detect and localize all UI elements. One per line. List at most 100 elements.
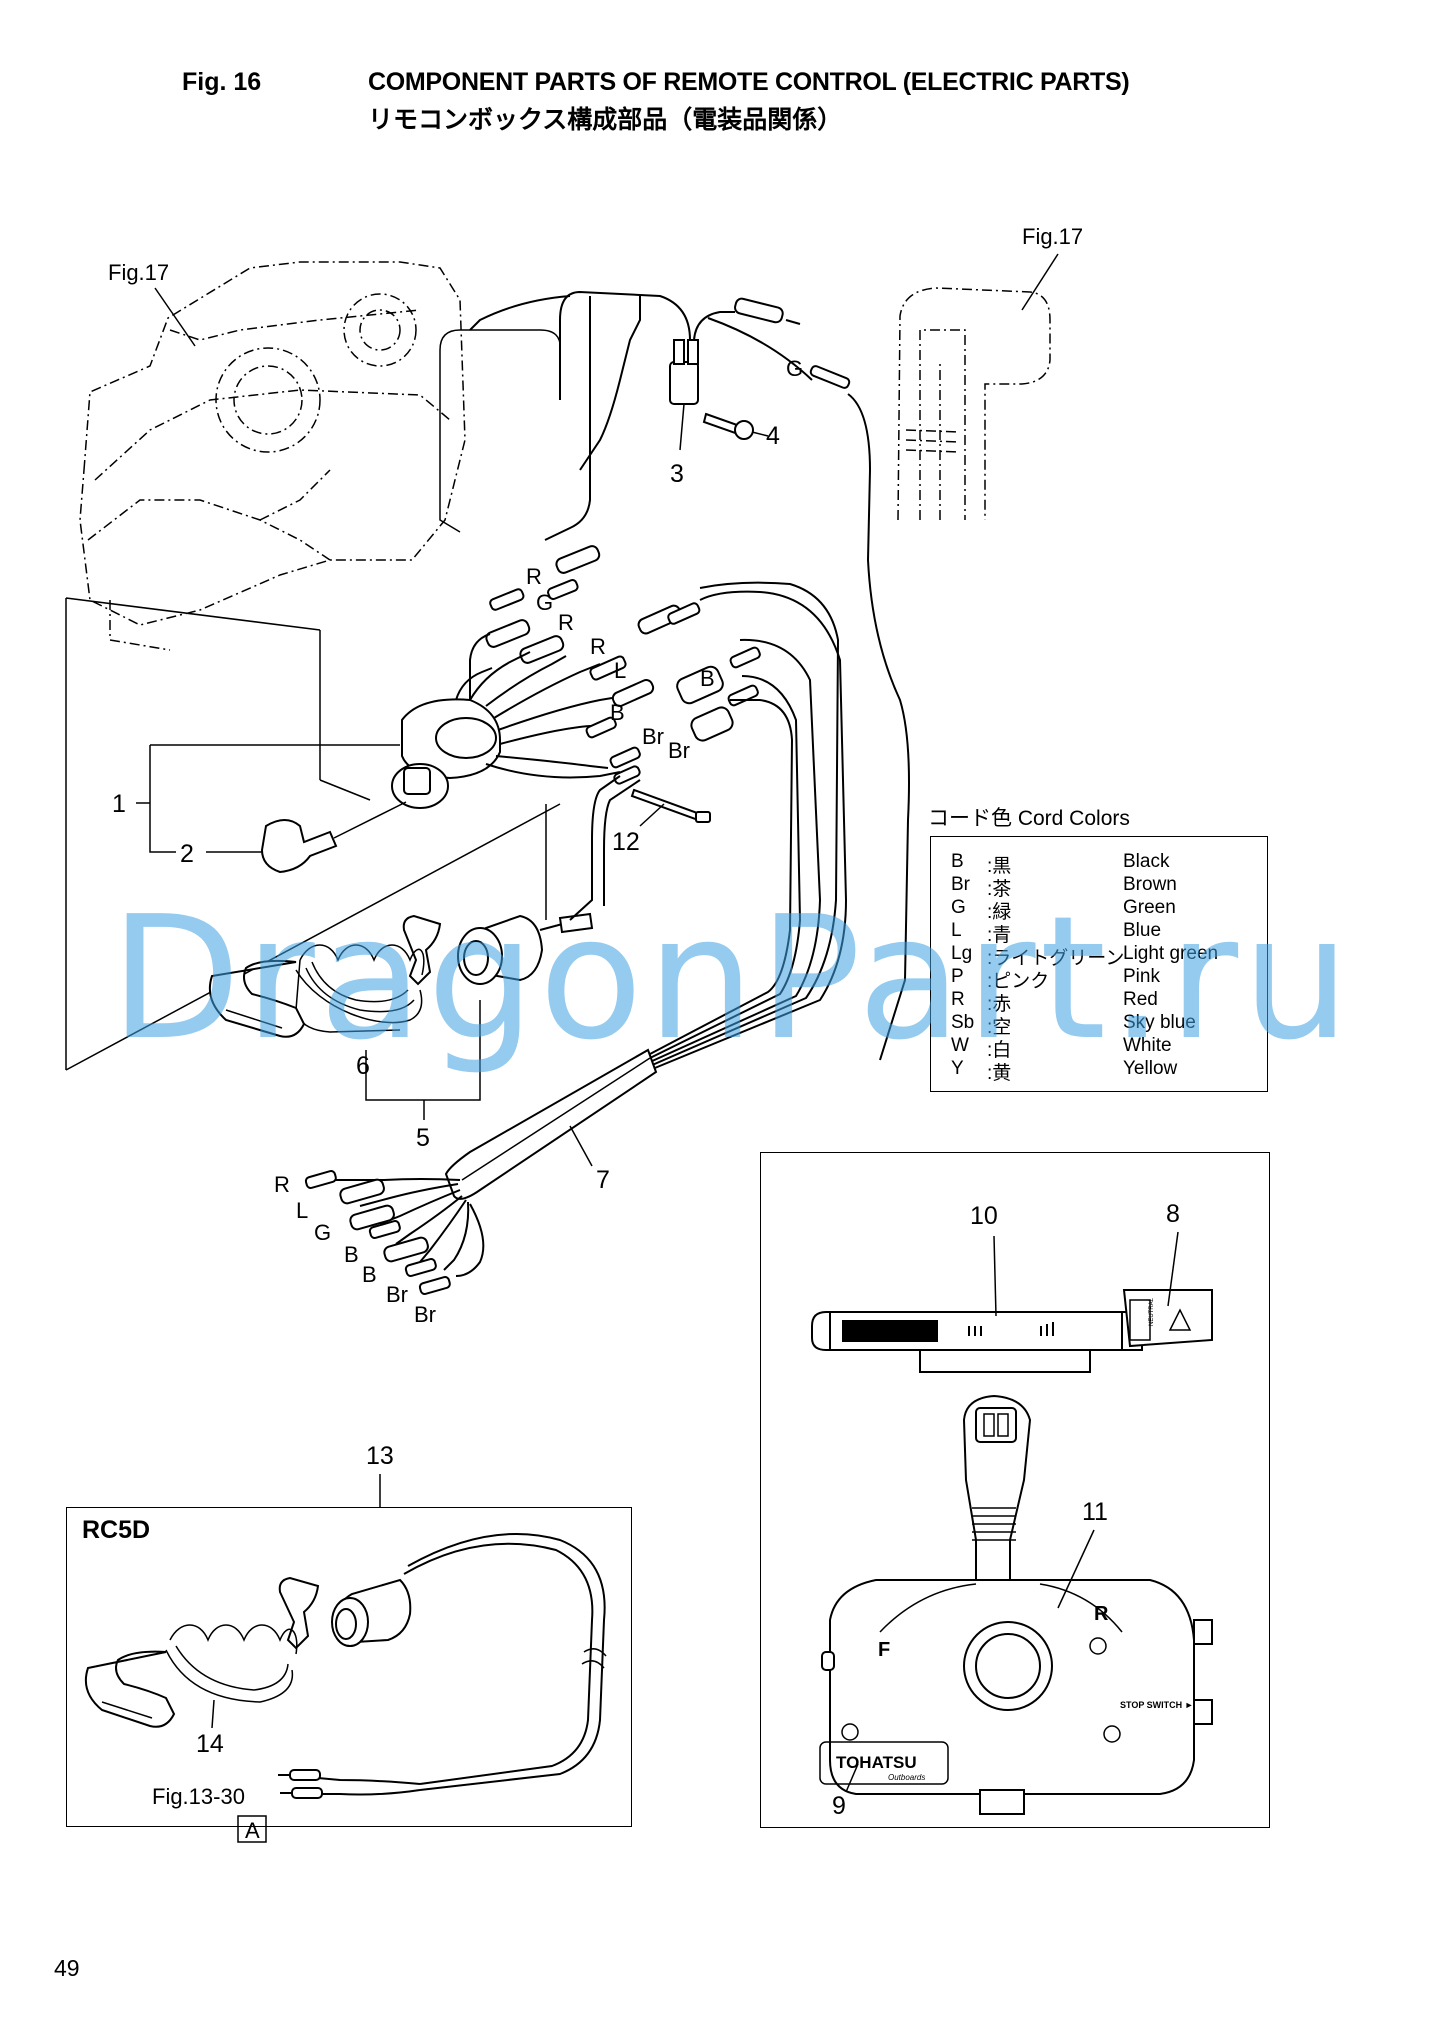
neutral-warmup-text: NEUTRAL [1149,1297,1155,1326]
callout-10: 10 [970,1202,998,1230]
legend-jp: :青 [987,925,1012,946]
page-number: 49 [54,1955,80,1981]
legend-en: Black [1123,851,1170,872]
legend-en: Yellow [1123,1058,1178,1079]
harness-label-l: L [296,1198,308,1223]
figure-title: COMPONENT PARTS OF REMOTE CONTROL (ELECT… [368,68,1130,96]
legend-en: Pink [1123,966,1160,987]
watermark: DragonPart.ru [110,880,1354,1078]
legend-code: B [951,851,964,872]
forward-mark: F [878,1639,890,1661]
callout-12: 12 [612,828,640,856]
legend-en: Green [1123,897,1176,918]
legend-en: Light green [1123,943,1219,964]
fig17-left-ref: Fig.17 [108,260,169,285]
legend-row: Br :茶 Brown [931,874,1267,900]
legend-row: Y :黄 Yellow [931,1058,1267,1084]
legend-code: G [951,897,966,918]
legend-jp: :ピンク [987,971,1050,992]
legend-row: Sb :空 Sky blue [931,1012,1267,1038]
tohatsu-subtext: Outboards [888,1773,925,1782]
stop-switch-text: STOP SWITCH ► [1120,1700,1194,1710]
callout-1: 1 [112,790,126,818]
wire-label-g-1: G [536,590,553,615]
legend-code: Sb [951,1012,975,1033]
legend-jp: :空 [987,1017,1012,1038]
callout-14: 14 [196,1730,224,1758]
stop-switch-lanyard [208,912,594,1038]
wire-label-l-1: L [614,658,626,683]
wire-label-g-switch: G [786,356,803,381]
remote-unit-inset-box [760,1152,1270,1828]
main-key-switch [391,698,501,809]
figure-number: Fig. 16 [182,68,262,96]
legend-row: L :青 Blue [931,920,1267,946]
legend-row: W :白 White [931,1035,1267,1061]
neutral-switch [669,339,699,451]
callout-11: 11 [1082,1498,1108,1526]
harness-label-r: R [274,1172,290,1197]
box-a-ref: A [245,1818,260,1843]
legend-en: White [1123,1035,1172,1056]
callout-13: 13 [366,1442,394,1470]
callout-9: 9 [832,1792,846,1820]
tie-strap [630,788,711,823]
harness-label-g: G [314,1220,331,1245]
legend-row: R :赤 Red [931,989,1267,1015]
figure-title-japanese: リモコンボックス構成部品（電装品関係） [368,106,843,134]
legend-code: W [951,1035,969,1056]
reverse-mark: R [1094,1603,1109,1625]
main-harness-cable [444,1048,658,1200]
wire-label-r-3: R [590,634,606,659]
fig17-right-ref: Fig.17 [1022,224,1083,249]
throttle-lever-outline [897,287,1051,521]
remote-box-housing [79,261,466,651]
cord-colors-title: コード色 Cord Colors [928,807,1130,830]
harness-label-b-1: B [344,1242,359,1267]
legend-code: P [951,966,964,987]
legend-code: Lg [951,943,973,964]
legend-row: B :黒 Black [931,851,1267,877]
tick-marks [968,1322,1054,1336]
harness-label-b-2: B [362,1262,377,1287]
switch-screw [702,412,769,440]
legend-code: R [951,989,965,1010]
harness-label-br-2: Br [414,1302,436,1327]
legend-jp: :ライトグリーン [987,948,1125,969]
legend-jp: :赤 [987,994,1012,1015]
wire-label-r-1: R [526,564,542,589]
wire-label-br-2: Br [668,738,690,763]
wire-label-r-2: R [558,610,574,635]
remote-control-unit: NEUTRAL F R STOP SWITCH ► TOHATSU Outboa… [811,1289,1213,1815]
legend-code: Y [951,1058,964,1079]
callout-3: 3 [670,460,684,488]
legend-en: Red [1123,989,1158,1010]
harness-label-br-1: Br [386,1282,408,1307]
legend-jp: :茶 [987,879,1012,900]
fig13-30-ref: Fig.13-30 [152,1784,245,1809]
rc5d-label: RC5D [82,1516,151,1544]
legend-en: Brown [1123,874,1177,895]
wire-label-b-1: B [700,666,715,691]
callout-5: 5 [416,1124,430,1152]
callout-8: 8 [1166,1200,1180,1228]
ignition-key [260,801,407,874]
legend-jp: :黒 [987,856,1012,877]
wire-label-br-1: Br [642,724,664,749]
legend-code: Br [951,874,970,895]
rc5d-inset-box [66,1507,632,1827]
callout-2: 2 [180,840,194,868]
callout-4: 4 [766,422,780,450]
legend-jp: :白 [987,1040,1012,1061]
legend-jp: :黄 [987,1063,1012,1084]
legend-en: Sky blue [1123,1012,1196,1033]
legend-code: L [951,920,962,941]
rc5d-lanyard-assembly [84,1532,607,1799]
callout-7: 7 [596,1166,610,1194]
legend-row: P :ピンク Pink [931,966,1267,992]
legend-en: Blue [1123,920,1162,941]
